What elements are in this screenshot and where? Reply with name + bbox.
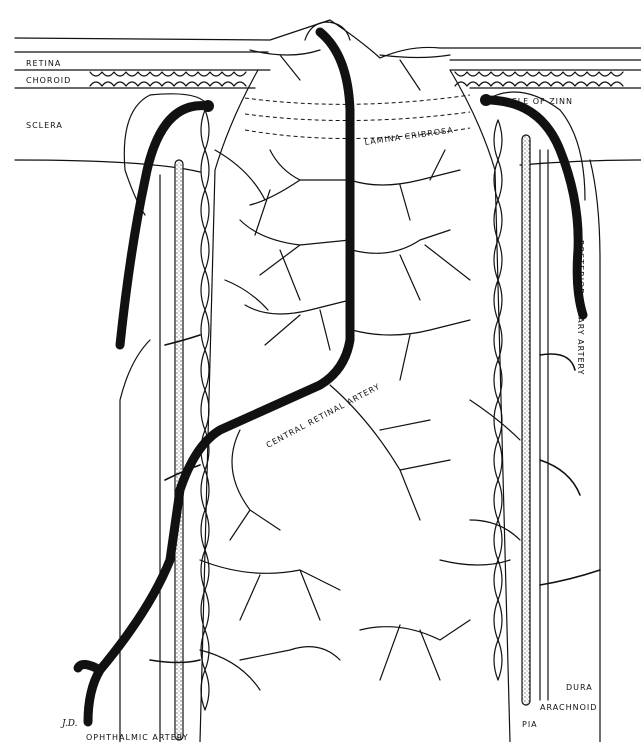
label-arachnoid: ARACHNOID bbox=[540, 703, 597, 712]
posterior-ciliary-artery-left bbox=[120, 94, 214, 345]
label-lamina-cribrosa: LAMINA CRIBROSA bbox=[364, 126, 454, 147]
choroid-layer bbox=[15, 70, 641, 88]
left-pial-plexus bbox=[201, 110, 209, 710]
label-pia: PIA bbox=[522, 720, 538, 729]
label-dura: DURA bbox=[566, 683, 593, 692]
artist-signature: J.D. bbox=[60, 719, 78, 729]
capillary-branches bbox=[200, 50, 520, 690]
central-retinal-artery bbox=[78, 32, 350, 722]
label-ophthalmic-artery: OPHTHALMIC ARTERY bbox=[86, 733, 189, 742]
label-sclera: SCLERA bbox=[26, 121, 63, 130]
label-choroid: CHOROID bbox=[26, 76, 71, 85]
label-posterior-ciliary-artery: POSTERIOR CILIARY ARTERY bbox=[576, 240, 585, 376]
sclera-layer bbox=[15, 160, 641, 172]
right-sheaths bbox=[522, 135, 600, 742]
label-central-retinal-artery: CENTRAL RETINAL ARTERY bbox=[265, 382, 382, 450]
right-meningeal-vessels bbox=[540, 354, 600, 585]
label-circle-of-zinn: CIRCLE OF ZINN bbox=[495, 97, 573, 106]
label-retina: RETINA bbox=[26, 59, 61, 68]
